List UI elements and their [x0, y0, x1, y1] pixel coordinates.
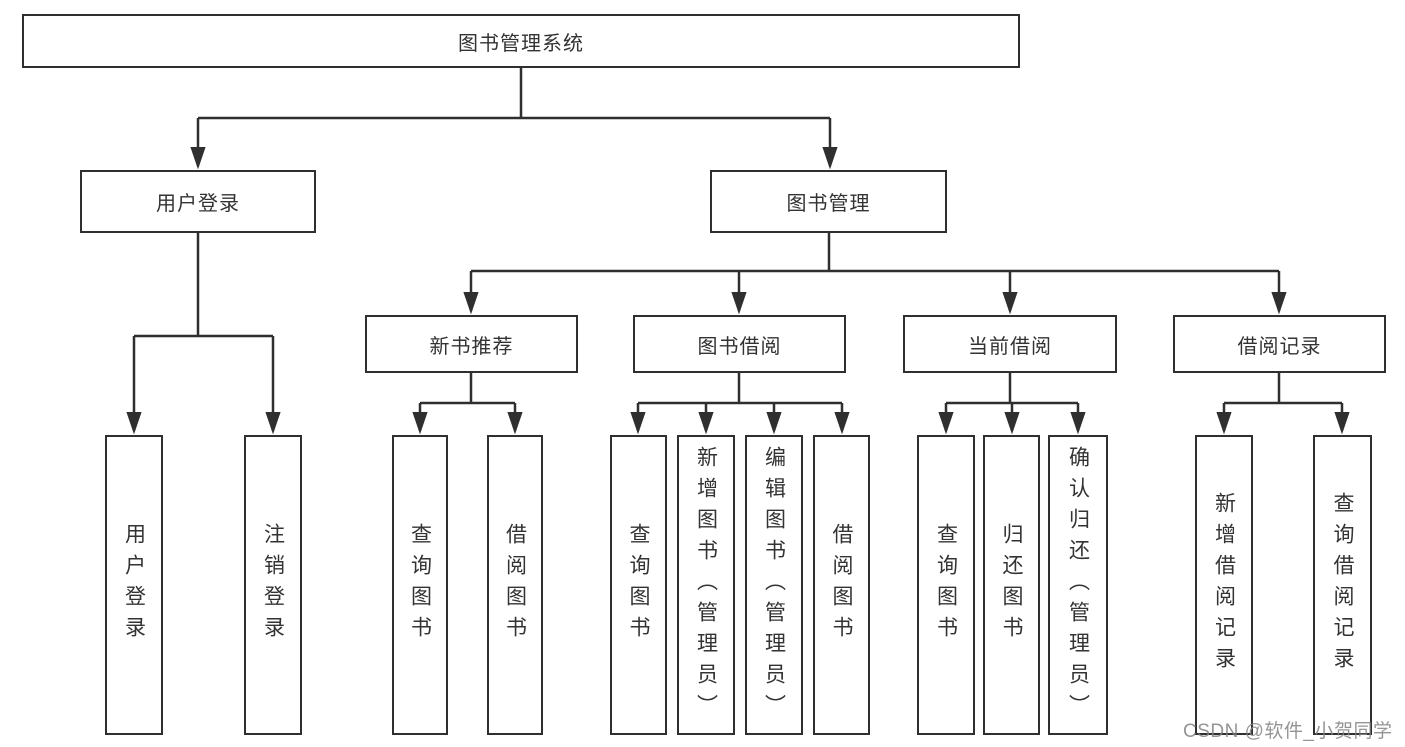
node-new-book-recommend: 新书推荐: [365, 315, 578, 373]
leaf-label: 注销登录: [261, 523, 285, 647]
leaf-logout: 注销登录: [244, 435, 302, 735]
leaf-label: 确认归还（管理员）: [1066, 445, 1090, 725]
node-current-borrow: 当前借阅: [903, 315, 1117, 373]
node-book-borrow: 图书借阅: [633, 315, 846, 373]
leaf-return-books: 归还图书: [983, 435, 1040, 735]
node-label: 用户登录: [156, 193, 240, 215]
node-label: 图书借阅: [697, 335, 782, 358]
leaf-label: 编辑图书（管理员）: [762, 445, 786, 725]
leaf-add-borrow-record: 新增借阅记录: [1195, 435, 1253, 735]
node-book-management: 图书管理: [710, 170, 947, 233]
leaf-label: 新增借阅记录: [1212, 492, 1236, 678]
leaf-confirm-return-admin: 确认归还（管理员）: [1048, 435, 1108, 735]
leaf-edit-books-admin: 编辑图书（管理员）: [745, 435, 803, 735]
leaf-label: 借阅图书: [830, 523, 853, 647]
leaf-query-books-recommend: 查询图书: [392, 435, 448, 735]
leaf-label: 查询借阅记录: [1331, 492, 1354, 678]
node-label: 图书管理系统: [458, 32, 584, 55]
leaf-label: 查询图书: [408, 523, 432, 647]
leaf-query-books-current: 查询图书: [917, 435, 975, 735]
leaf-label: 查询图书: [627, 523, 650, 647]
node-label: 新书推荐: [429, 335, 514, 358]
node-label: 图书管理: [786, 193, 871, 215]
leaf-label: 归还图书: [1000, 523, 1023, 647]
leaf-user-login: 用户登录: [105, 435, 163, 735]
leaf-label: 查询图书: [934, 523, 958, 647]
leaf-borrow-books-recommend: 借阅图书: [487, 435, 543, 735]
csdn-watermark: CSDN @软件_小贺同学: [1183, 721, 1393, 742]
node-user-login: 用户登录: [80, 170, 316, 233]
leaf-add-books-admin: 新增图书（管理员）: [677, 435, 735, 735]
leaf-query-borrow-record: 查询借阅记录: [1313, 435, 1372, 735]
leaf-borrow-books: 借阅图书: [813, 435, 870, 735]
connector-arrows: [126, 118, 1350, 435]
leaf-label: 借阅图书: [503, 523, 527, 647]
connector-spines: [134, 68, 1342, 405]
node-borrow-records: 借阅记录: [1173, 315, 1386, 373]
node-label: 借阅记录: [1237, 335, 1322, 358]
leaf-label: 用户登录: [122, 523, 146, 647]
node-label: 当前借阅: [968, 335, 1052, 358]
leaf-label: 新增图书（管理员）: [694, 445, 718, 725]
leaf-query-books-borrow: 查询图书: [610, 435, 667, 735]
node-root-library-system: 图书管理系统: [22, 14, 1020, 68]
